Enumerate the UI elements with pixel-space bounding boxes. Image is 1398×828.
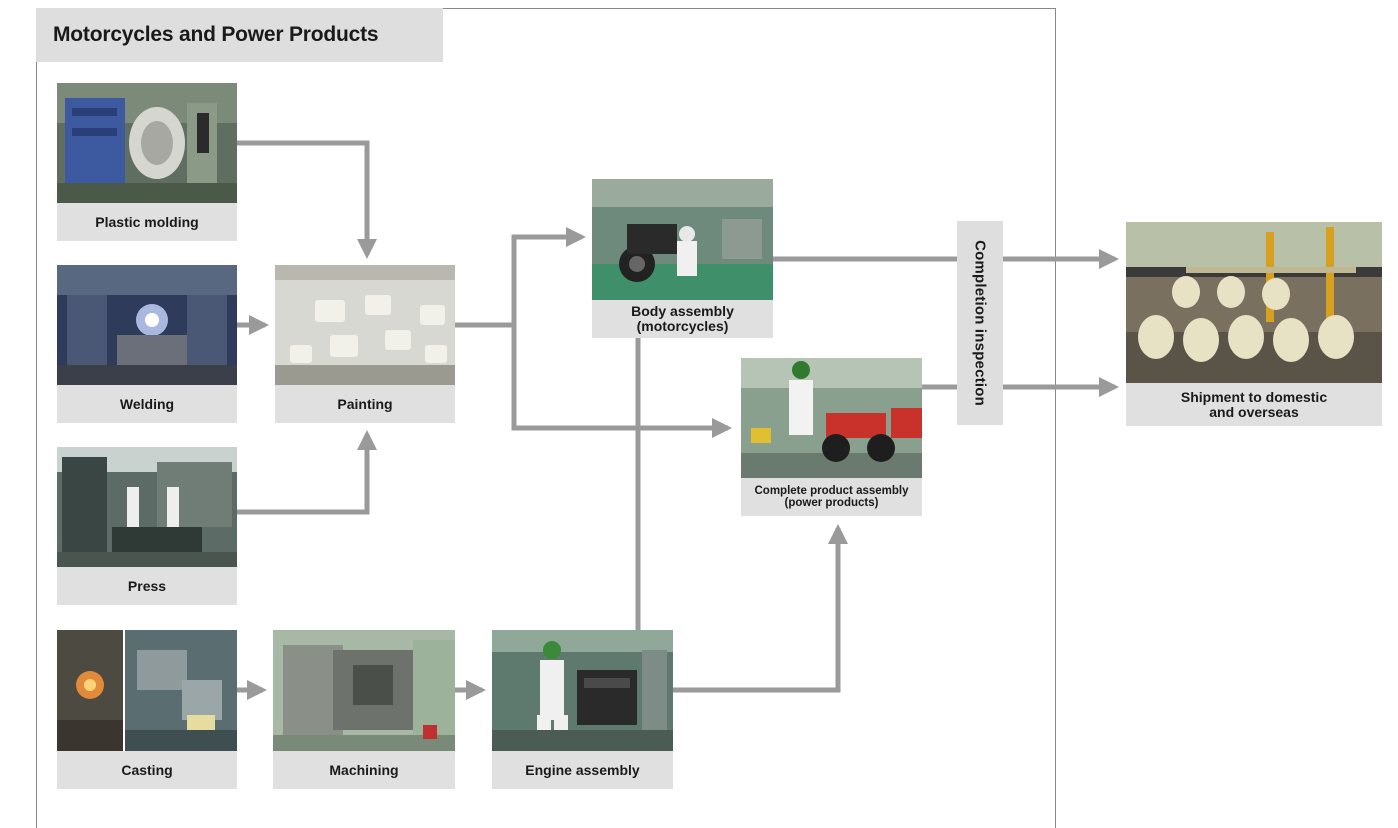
press-photo [57,447,237,567]
press-label: Press [57,567,237,605]
engine-assembly-label: Engine assembly [492,751,673,789]
diagram-header: Motorcycles and Power Products [36,8,443,62]
arrow-plastic-to-painting [237,140,377,259]
plastic-molding-label: Plastic molding [57,203,237,241]
page-title: Motorcycles and Power Products [53,23,379,46]
casting-photo [57,630,237,751]
shipment-label-line1: Shipment to domestic [1180,388,1328,405]
machining-photo [273,630,455,751]
node-casting: Casting [57,630,237,789]
node-engine-assembly: Engine assembly [492,630,673,789]
machining-label: Machining [273,751,455,789]
arrow-painting-to-complete [511,325,732,438]
painting-label: Painting [275,385,455,423]
painting-photo [275,265,455,385]
shipment-label-line2: and overseas [1209,403,1299,420]
arrow-engine-to-complete [673,524,848,693]
arrow-press-to-painting [237,430,377,515]
node-press: Press [57,447,237,605]
body-assembly-photo [592,179,773,300]
welding-photo [57,265,237,385]
node-machining: Machining [273,630,455,789]
node-body-assembly: Body assembly (motorcycles) [592,179,773,338]
completion-inspection-label: Completion inspection [971,240,989,406]
node-welding: Welding [57,265,237,423]
node-complete-product-assembly: Complete product assembly (power product… [741,358,922,516]
shipment-photo [1126,222,1382,383]
node-shipment: Shipment to domestic and overseas [1126,222,1382,426]
complete-assembly-photo [741,358,922,478]
node-painting: Painting [275,265,455,423]
plastic-molding-photo [57,83,237,203]
complete-assembly-label-line2: (power products) [784,497,879,509]
node-plastic-molding: Plastic molding [57,83,237,241]
body-assembly-label: Body assembly (motorcycles) [592,300,773,338]
welding-label: Welding [57,385,237,423]
complete-assembly-label-line1: Complete product assembly [754,485,909,497]
diagram-frame [36,8,1056,828]
arrow-painting-to-body [455,227,586,328]
casting-label: Casting [57,751,237,789]
shipment-label: Shipment to domestic and overseas [1126,383,1382,426]
completion-inspection: Completion inspection [957,221,1003,425]
body-assembly-label-line1: Body assembly [631,303,734,319]
engine-assembly-photo [492,630,673,751]
complete-assembly-label: Complete product assembly (power product… [741,478,922,516]
body-assembly-label-line2: (motorcycles) [636,318,729,334]
